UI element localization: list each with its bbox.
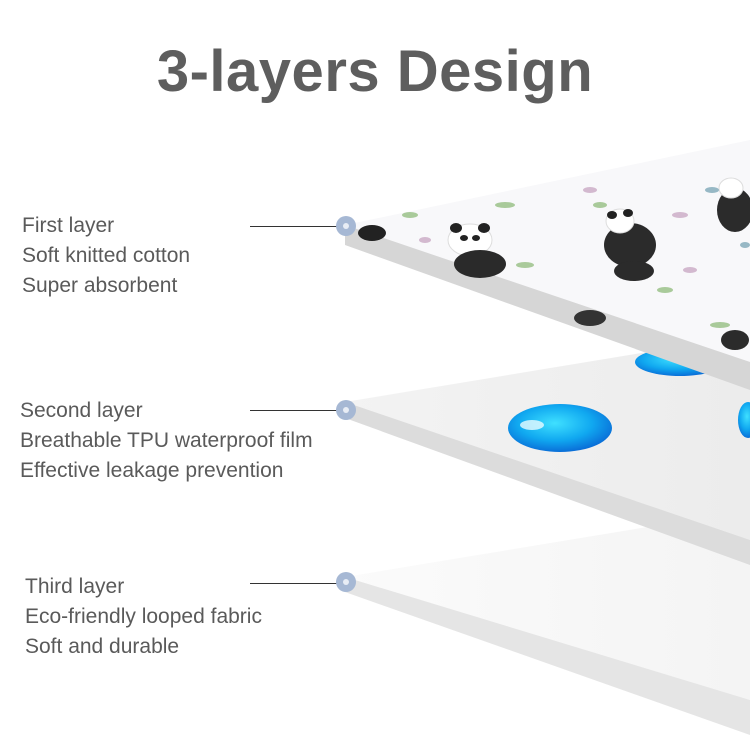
layer-feature: Soft and durable: [25, 635, 180, 658]
leader-line: [250, 583, 338, 584]
marker-dot-icon: [336, 216, 356, 236]
first-layer-sheet: [345, 140, 750, 390]
water-droplet-icon: [508, 404, 612, 452]
layer-feature: Effective leakage prevention: [20, 459, 284, 482]
leader-line: [250, 226, 338, 227]
layer-feature: Eco-friendly looped fabric: [25, 605, 262, 628]
layer-feature: Super absorbent: [22, 274, 178, 297]
panda-print-pattern: [358, 177, 750, 350]
layer-name: First layer: [22, 214, 115, 237]
layer-feature: Breathable TPU waterproof film: [20, 429, 313, 452]
page-title: 3-layers Design: [156, 39, 594, 104]
third-layer-sheet: [345, 510, 750, 735]
layer-feature: Soft knitted cotton: [22, 244, 191, 267]
marker-dot-icon: [336, 400, 356, 420]
second-layer-sheet: [345, 335, 750, 565]
third-layer-label: Third layer Eco-friendly looped fabric S…: [25, 572, 262, 662]
second-layer-label: Second layer Breathable TPU waterproof f…: [20, 396, 313, 486]
first-layer-label: First layer Soft knitted cotton Super ab…: [22, 211, 190, 301]
marker-dot-icon: [336, 572, 356, 592]
layer-name: Third layer: [25, 575, 125, 598]
leader-line: [250, 410, 338, 411]
layer-name: Second layer: [20, 399, 143, 422]
